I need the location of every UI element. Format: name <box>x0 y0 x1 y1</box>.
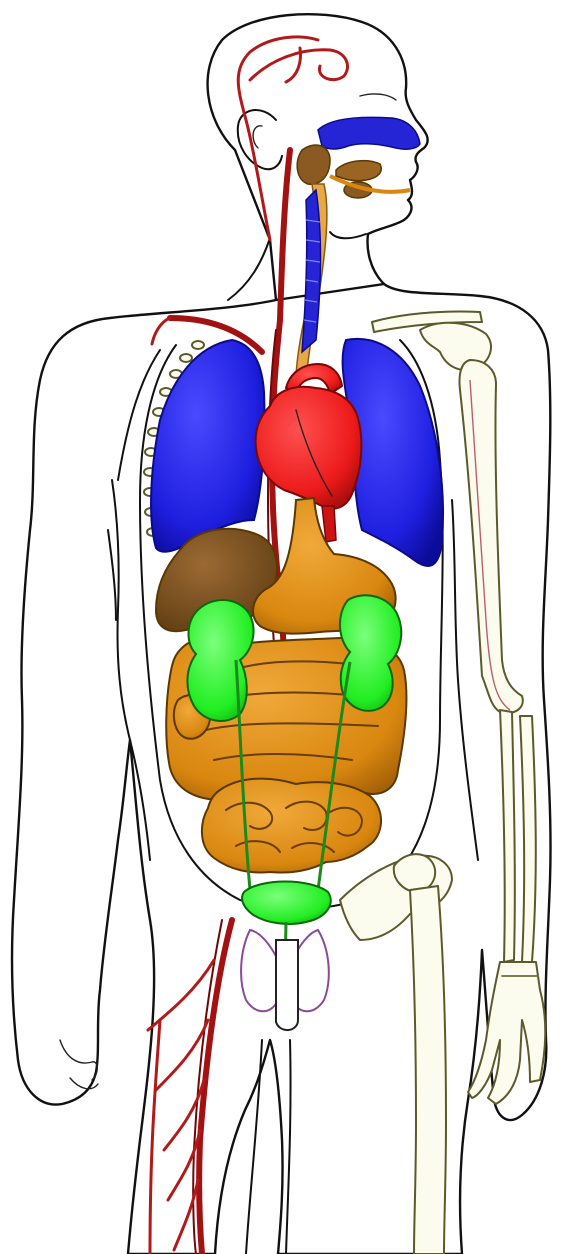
right-kidney <box>340 595 401 711</box>
rib-segment <box>180 354 192 362</box>
neck-line-left <box>228 238 270 300</box>
nasal-cavity <box>318 117 420 149</box>
rib-segment <box>192 341 204 349</box>
genital-center <box>276 940 298 1030</box>
femur-bone <box>410 886 446 1254</box>
